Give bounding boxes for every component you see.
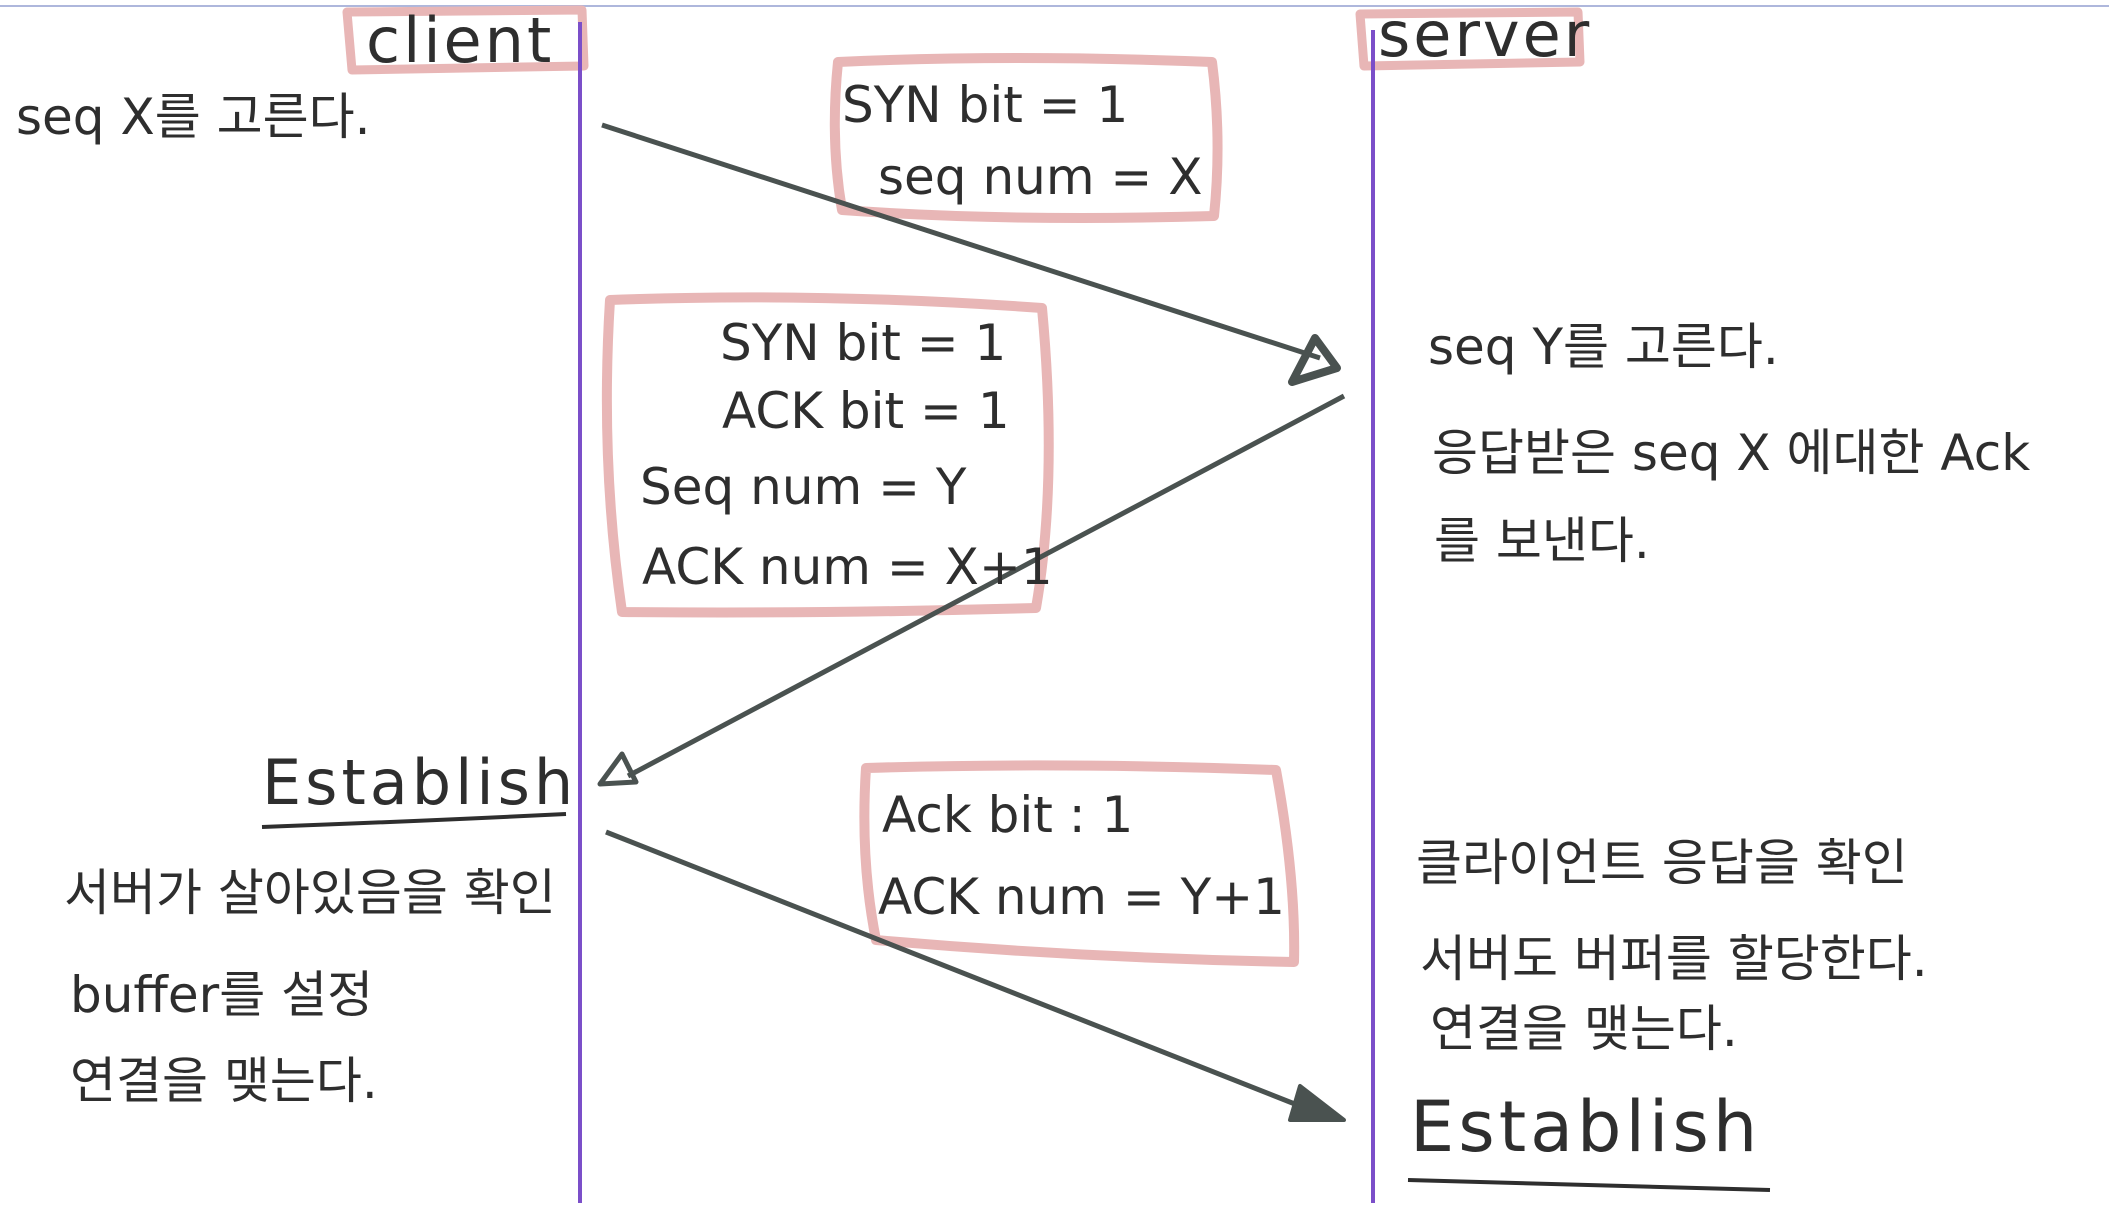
server-note-line-2: 서버도 버퍼를 할당한다. <box>1420 930 1928 988</box>
client-note-line-3: 연결을 맺는다. <box>70 1052 378 1110</box>
server-establish-underline <box>1407 1178 1771 1192</box>
syn-arrowhead <box>1288 334 1341 386</box>
server-header: server <box>1378 0 1593 71</box>
ack-bit-label: Ack bit : 1 <box>882 786 1134 844</box>
syn-arrow-line <box>601 122 1321 361</box>
client-header: client <box>366 4 555 77</box>
server-pick-seq-note: seq Y를 고른다. <box>1428 318 1779 376</box>
top-rule <box>0 5 2109 7</box>
ack-box <box>859 760 1300 967</box>
syn-seq-label: seq num = X <box>878 148 1203 206</box>
client-established-label: Establish <box>262 746 578 819</box>
syn-box <box>829 53 1223 223</box>
client-note-line-1: 서버가 살아있음을 확인 <box>64 864 556 922</box>
server-note-line-1: 클라이언트 응답을 확인 <box>1416 834 1908 892</box>
client-pick-seq-note: seq X를 고른다. <box>16 88 371 146</box>
syn-ack-ack-bit-label: ACK bit = 1 <box>722 382 1010 440</box>
client-note-line-2: buffer를 설정 <box>70 966 374 1024</box>
ack-arrow-line <box>605 829 1311 1113</box>
server-note-line-3: 연결을 맺는다. <box>1430 1000 1738 1058</box>
server-reply-note-line-1: 응답받은 seq X 에대한 Ack <box>1432 424 2031 482</box>
syn-ack-box <box>601 292 1054 618</box>
syn-ack-arrow-line <box>626 393 1346 779</box>
client-header-highlight <box>342 5 589 75</box>
server-header-highlight <box>1355 7 1585 71</box>
syn-ack-arrowhead <box>597 751 639 787</box>
syn-bit-label: SYN bit = 1 <box>842 76 1129 134</box>
client-establish-underline <box>261 812 567 829</box>
server-established-label: Establish <box>1410 1086 1762 1168</box>
syn-ack-syn-bit-label: SYN bit = 1 <box>720 314 1007 372</box>
ack-num-label: ACK num = Y+1 <box>878 868 1285 926</box>
ack-arrowhead <box>1288 1084 1346 1122</box>
syn-ack-ack-num-label: ACK num = X+1 <box>642 538 1053 596</box>
syn-ack-seq-label: Seq num = Y <box>640 458 967 516</box>
server-reply-note-line-2: 를 보낸다. <box>1434 512 1650 570</box>
